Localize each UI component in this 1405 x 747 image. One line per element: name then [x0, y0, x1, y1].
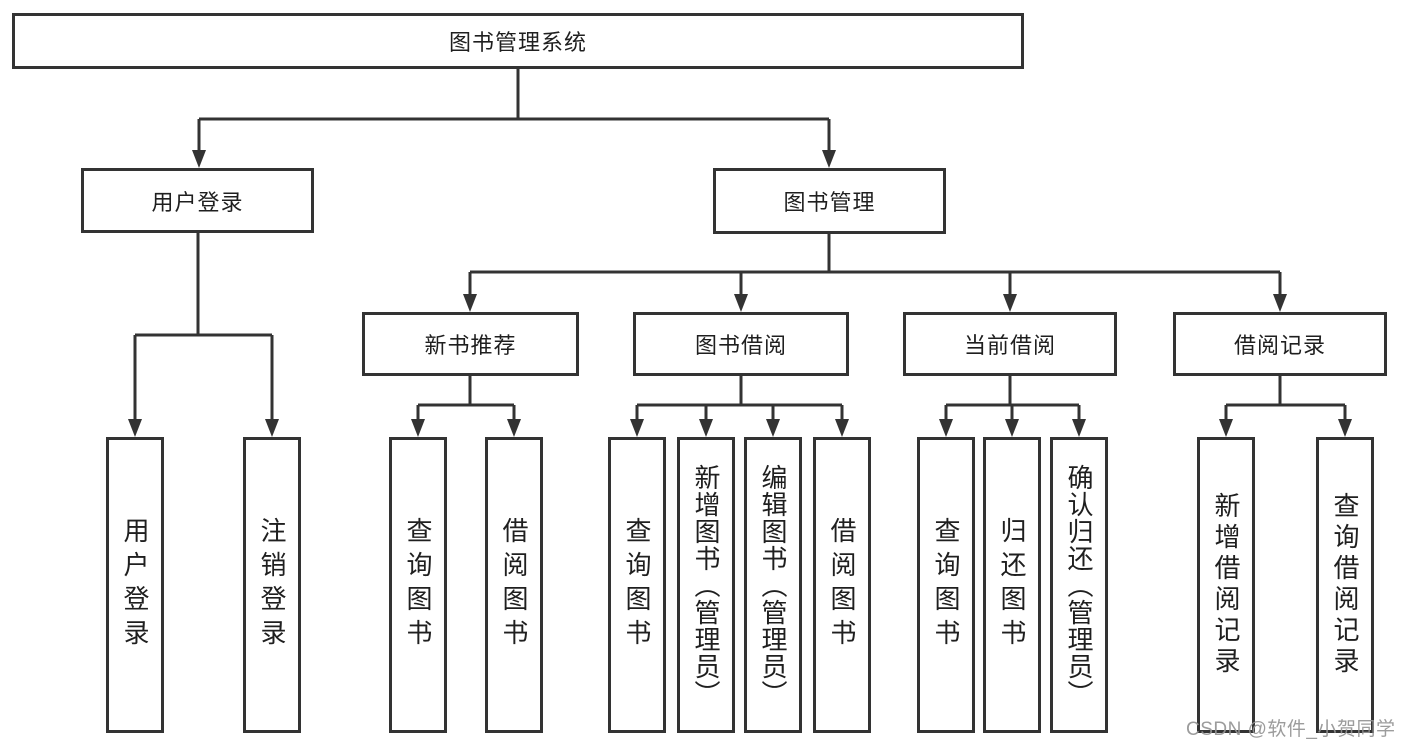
node-new-book-recommend-label: 新书推荐	[424, 333, 517, 358]
node-leaf-query-book-current-label: 查询图书	[931, 517, 961, 653]
node-leaf-add-book-admin-label: 新增图书（管理员）	[691, 463, 721, 707]
node-root-label: 图书管理系统	[448, 30, 587, 55]
node-user-login: 用户登录	[81, 168, 314, 233]
node-book-borrow-label: 图书借阅	[694, 333, 787, 358]
node-leaf-logout: 注销登录	[243, 437, 301, 733]
node-leaf-edit-book-admin: 编辑图书（管理员）	[744, 437, 802, 733]
node-root: 图书管理系统	[12, 13, 1024, 69]
node-leaf-return-book: 归还图书	[983, 437, 1041, 733]
node-leaf-query-book-recommend: 查询图书	[389, 437, 447, 733]
node-leaf-query-book-recommend-label: 查询图书	[403, 517, 433, 653]
node-leaf-borrow-book-recommend-label: 借阅图书	[499, 517, 529, 653]
node-leaf-add-borrow-record-label: 新增借阅记录	[1211, 492, 1241, 678]
arrowheads	[128, 150, 1352, 437]
node-current-borrow: 当前借阅	[903, 312, 1117, 376]
node-leaf-borrow-book-label: 借阅图书	[827, 517, 857, 653]
node-book-management: 图书管理	[713, 168, 946, 234]
node-leaf-return-book-label: 归还图书	[997, 517, 1027, 653]
node-leaf-confirm-return-admin-label: 确认归还（管理员）	[1064, 463, 1094, 707]
node-leaf-confirm-return-admin: 确认归还（管理员）	[1050, 437, 1108, 733]
node-book-management-label: 图书管理	[783, 190, 876, 215]
node-borrow-record: 借阅记录	[1173, 312, 1387, 376]
node-leaf-query-borrow-record: 查询借阅记录	[1316, 437, 1374, 733]
node-leaf-borrow-book-recommend: 借阅图书	[485, 437, 543, 733]
node-current-borrow-label: 当前借阅	[963, 333, 1056, 358]
node-leaf-query-borrow-record-label: 查询借阅记录	[1330, 492, 1360, 678]
node-new-book-recommend: 新书推荐	[362, 312, 579, 376]
node-user-login-label: 用户登录	[151, 189, 244, 215]
node-leaf-logout-label: 注销登录	[257, 517, 287, 653]
node-leaf-query-book-borrow-label: 查询图书	[622, 517, 652, 653]
node-leaf-add-book-admin: 新增图书（管理员）	[677, 437, 735, 733]
node-leaf-add-borrow-record: 新增借阅记录	[1197, 437, 1255, 733]
node-leaf-query-book-current: 查询图书	[917, 437, 975, 733]
csdn-watermark: CSDN @软件_小贺同学	[1186, 719, 1396, 740]
node-leaf-query-book-borrow: 查询图书	[608, 437, 666, 733]
node-leaf-edit-book-admin-label: 编辑图书（管理员）	[758, 463, 788, 707]
node-leaf-user-login: 用户登录	[106, 437, 164, 733]
node-borrow-record-label: 借阅记录	[1233, 333, 1326, 358]
node-leaf-user-login-label: 用户登录	[120, 517, 150, 653]
node-book-borrow: 图书借阅	[633, 312, 849, 376]
node-leaf-borrow-book: 借阅图书	[813, 437, 871, 733]
